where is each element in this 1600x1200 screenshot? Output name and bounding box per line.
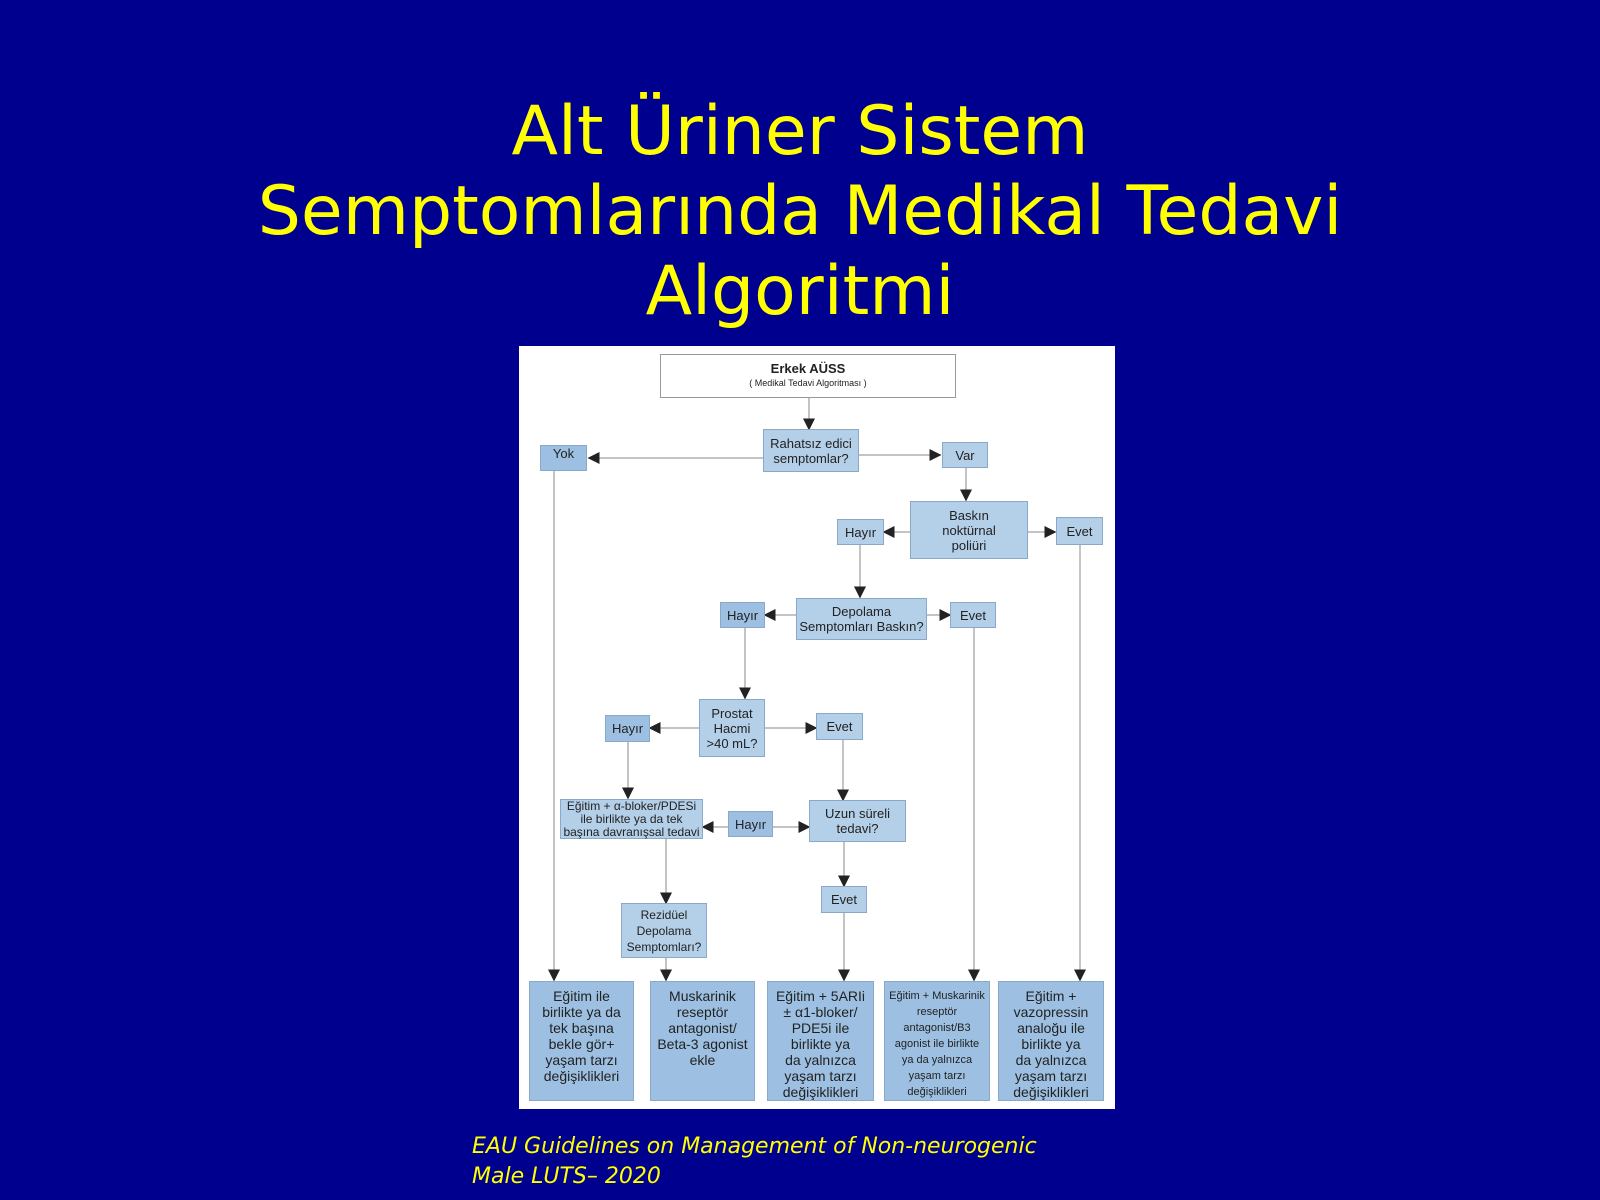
outcome-antimuscarinic-b3: Eğitim + Muskarinik reseptör antagonist/… — [884, 981, 990, 1101]
outcome-vasopressin: Eğitim + vazopressin analoğu ile birlikt… — [998, 981, 1104, 1101]
outcome-watchful-waiting: Eğitim ile birlikte ya da tek başına bek… — [529, 981, 634, 1101]
question-longterm-treatment: Uzun süreli tedavi? — [809, 800, 906, 842]
outcome-5ari: Eğitim + 5ARIi ± α1-bloker/ PDE5i ile bi… — [767, 981, 874, 1101]
header-title: Erkek AÜSS — [770, 361, 846, 376]
answer-longterm-no: Hayır — [728, 811, 773, 837]
answer-prostate-no: Hayır — [605, 715, 650, 742]
question-bothersome-symptoms: Rahatsız edici semptomlar? — [763, 429, 859, 472]
outcome-add-antimuscarinic: Muskarinik reseptör antagonist/ Beta-3 a… — [650, 981, 755, 1101]
answer-nocturnal-yes: Evet — [1056, 517, 1103, 545]
slide-title: Alt Üriner Sistem Semptomlarında Medikal… — [257, 92, 1343, 331]
answer-var: Var — [942, 442, 988, 468]
answer-yok: Yok — [540, 445, 587, 471]
answer-nocturnal-no: Hayır — [837, 519, 884, 545]
treatment-alpha-blocker: Eğitim + α-bloker/PDESi ile birlikte ya … — [560, 799, 703, 839]
source-citation: EAU Guidelines on Management of Non-neur… — [472, 1134, 1037, 1189]
header-subtitle: ( Medikal Tedavi Algoritması ) — [749, 378, 867, 388]
question-prostate-volume: Prostat Hacmi >40 mL? — [699, 699, 765, 757]
answer-longterm-yes: Evet — [821, 886, 867, 913]
question-nocturnal-polyuria: Baskın noktürnal poliüri — [910, 501, 1028, 559]
question-residual-storage: Rezidüel Depolama Semptomları? — [621, 903, 707, 958]
answer-storage-no: Hayır — [720, 602, 765, 628]
question-storage-symptoms: Depolama Semptomları Baskın? — [796, 598, 927, 640]
answer-prostate-yes: Evet — [816, 713, 863, 740]
flowchart-header: Erkek AÜSS ( Medikal Tedavi Algoritması … — [660, 354, 956, 398]
answer-storage-yes: Evet — [950, 602, 996, 628]
